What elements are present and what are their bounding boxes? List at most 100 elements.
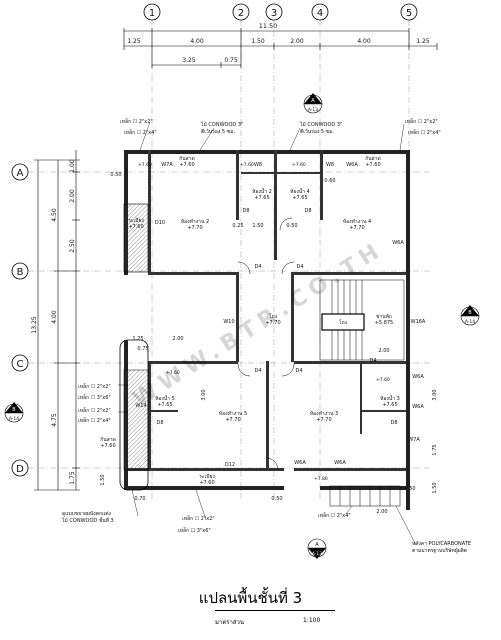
room-hall: โถง [269, 313, 278, 320]
room-canopy-1-level: +7.60 [179, 162, 194, 168]
grid-col-4: 4 [317, 8, 323, 19]
dim-left-a1: 4.50 [51, 208, 58, 222]
room-bath-2: ห้องน้ำ 2 [252, 186, 272, 195]
dim-left-b2: 2.00 [69, 189, 76, 203]
stair-hall-label: โถง [339, 319, 348, 326]
section-a-top-sheet: A-13 [308, 107, 318, 113]
dim-inner-a3: 0.25 [232, 223, 243, 229]
note-steel-10: เหล็ก ☐ 3"x6" [178, 526, 211, 534]
door-d8-2: D8 [304, 208, 311, 214]
grid-row-a: A [17, 168, 24, 179]
door-swings [237, 217, 295, 471]
note-wall-detail-2: ไม้ CONWOOD ชั้นที่ 3 [61, 515, 114, 524]
room-bath-3: ห้องน้ำ 3 [380, 393, 400, 402]
door-d4-1: D4 [254, 264, 261, 270]
note-steel-6: เหล็ก ☐ 3"x6" [78, 393, 111, 401]
scale-value: 1:100 [303, 617, 321, 624]
grid-row-c: C [17, 359, 24, 370]
balcony-hatching [119, 203, 149, 491]
section-b-right-sheet: A-14 [465, 319, 475, 325]
dim-inner-d2: 1.50 [432, 482, 438, 493]
floor-levels: +7.60 +7.60 +7.60 +7.80 +7.60 +7.60 [138, 162, 390, 482]
window-w8-2: W8 [326, 162, 334, 168]
scale-label: มาตราส่วน [215, 619, 244, 626]
window-tags: W7A W8 W8 W6A W6A W10 W16A W6A W14 W7A W… [135, 162, 426, 466]
room-canopy-3-level: +7.60 [100, 443, 115, 449]
level-4: +7.80 [314, 476, 328, 482]
room-balcony-1-level: +7.60 [128, 224, 143, 230]
section-b-left-sheet: A-14 [9, 416, 19, 422]
note-steel-9: เหล็ก ☐ 2"x2" [182, 514, 215, 522]
grid-row-bubbles: A B C D [11, 163, 29, 477]
dim-overall: 11.50 [259, 22, 278, 30]
dim-inner-c4: 3.00 [201, 389, 207, 400]
dim-left-b5: 1.75 [69, 471, 76, 485]
level-6: +7.60 [376, 377, 390, 383]
room-balcony-1: ระเบียง [128, 217, 144, 224]
dim-left-total: 13.25 [31, 316, 38, 333]
section-marker-left-b: B A-14 [4, 402, 24, 423]
dim-inner-d5: 2.00 [376, 509, 387, 515]
room-office-2: ห้องทำงาน 2 [181, 218, 209, 225]
room-office-3-level: +7.70 [316, 417, 331, 423]
room-office-5-level: +7.70 [225, 417, 240, 423]
section-marker-top-a: A A-13 [303, 93, 323, 114]
room-labels: กันสาด +7.60 ห้องน้ำ 2 +7.65 ห้องน้ำ 4 +… [100, 156, 400, 486]
level-2: +7.60 [240, 162, 254, 168]
room-office-2-level: +7.70 [187, 225, 202, 231]
note-conwood-1b: ตีเว้นร่อง 5 ซม. [201, 128, 235, 135]
dim-inner-c2: 2.00 [172, 336, 183, 342]
note-conwood-2b: ตีเว้นร่อง 5 ซม. [300, 128, 334, 135]
dim-inner-d3: 0.50 [271, 496, 282, 502]
note-steel-5: เหล็ก ☐ 2"x2" [78, 382, 111, 390]
window-w6a-4: W6A [294, 460, 306, 466]
inner-dimensions: 0.50 0.60 0.25 1.50 0.50 1.25 2.00 0.75 … [100, 172, 438, 515]
door-d4-5: D4 [369, 358, 376, 364]
note-polycarbonate-2: ตามมาตรฐานบริษัทผู้ผลิต [412, 547, 467, 554]
room-office-3: ห้องทำงาน 3 [310, 410, 338, 417]
room-balcony-2-level: +7.60 [199, 480, 214, 486]
room-canopy-2: กันสาด [365, 156, 381, 162]
window-w7a-1: W7A [161, 162, 173, 168]
dim-top-2: 4.00 [190, 38, 204, 45]
note-conwood-1: ไม้ CONWOOD 3" [200, 121, 243, 128]
window-w6a-1: W6A [346, 162, 358, 168]
notes: เหล็ก ☐ 2"x2" เหล็ก ☐ 2"x4" ไม้ CONWOOD … [61, 117, 471, 554]
window-w6a-6: W6A [412, 404, 424, 410]
window-w16a: W16A [411, 319, 426, 325]
window-w6a-2: W6A [392, 240, 404, 246]
room-office-5: ห้องทำงาน 5 [219, 410, 247, 417]
note-steel-2: เหล็ก ☐ 2"x4" [124, 128, 157, 136]
room-bath-4-level: +7.65 [292, 195, 307, 201]
door-d8-4: D8 [390, 420, 397, 426]
dim-inner-d1: 1.75 [432, 444, 438, 455]
room-canopy-2-level: +7.60 [365, 162, 380, 168]
dim-left-b1: 1.00 [69, 159, 76, 173]
dim-left-a2: 4.00 [51, 310, 58, 324]
room-bath-3-level: +7.65 [382, 402, 397, 408]
dim-left-b3: 2.50 [69, 239, 76, 253]
room-bath-5: ห้องน้ำ 5 [155, 393, 175, 402]
dim-top-1: 1.25 [127, 38, 141, 45]
dim-inner-d7: 1.50 [100, 474, 106, 485]
dim-inner-d4: 0.70 [134, 496, 145, 502]
dim-inner-c1: 1.25 [132, 336, 143, 342]
dim-inner-a1: 0.50 [110, 172, 121, 178]
dim-inner-c6: 3.00 [432, 389, 438, 400]
dim-inner-a4: 1.50 [252, 223, 263, 229]
door-d8-1: D8 [242, 208, 249, 214]
room-landing-level: +5.875 [375, 320, 394, 326]
dim-top-4: 2.00 [290, 38, 304, 45]
room-bath-5-level: +7.65 [157, 402, 172, 408]
note-steel-11: เหล็ก ☐ 2"x4" [318, 511, 351, 519]
level-1: +7.60 [138, 162, 152, 168]
room-bath-4: ห้องน้ำ 4 [290, 186, 310, 195]
leader-lines [118, 121, 417, 546]
grid-column-bubbles: 1 2 3 4 5 [143, 3, 418, 21]
door-d4-4: D4 [295, 368, 302, 374]
window-w7a-2: W7A [408, 437, 420, 443]
dim-inner-c5: 2.00 [378, 348, 389, 354]
dim-top-5: 4.00 [357, 38, 371, 45]
section-marker-right-b: B A-14 [460, 305, 480, 326]
